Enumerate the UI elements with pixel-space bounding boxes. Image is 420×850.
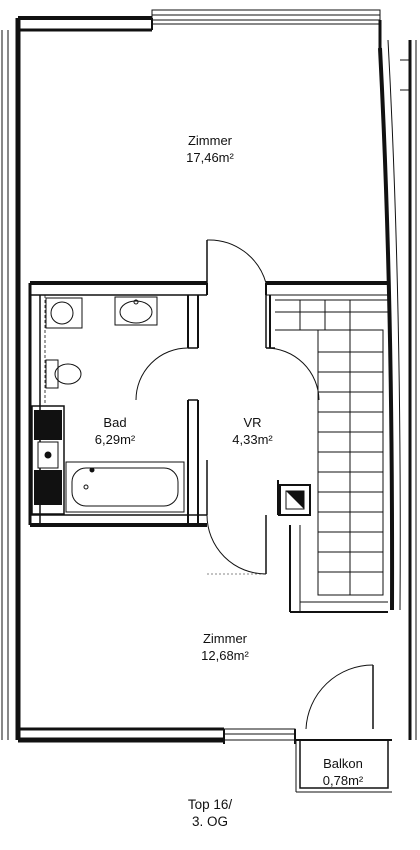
room-label-zimmer-top: Zimmer 17,46m² [150,132,270,166]
unit-label: Top 16/ 3. OG [160,796,260,830]
washbasin-left [45,297,83,329]
bottom-window [223,728,296,741]
unit-floor: 3. OG [191,814,228,829]
room-label-bad: Bad 6,29m² [80,414,150,448]
door-top-room[interactable] [206,239,267,284]
shaft [279,484,311,516]
room-area: 17,46m² [186,150,234,165]
interior-wall-top [28,281,390,525]
door-bottom-room[interactable] [206,460,267,575]
room-label-balkon: Balkon 0,78m² [303,755,383,789]
room-area: 0,78m² [322,773,364,788]
door-bad[interactable] [135,298,189,401]
balcony [295,739,392,793]
top-window [151,9,381,25]
unit-number: Top 16/ [187,797,233,812]
door-balkon[interactable] [305,664,374,730]
toilet [45,359,82,389]
room-label-vr: VR 4,33m² [215,414,290,448]
room-area: 6,29m² [94,432,136,447]
room-name: Balkon [323,756,363,771]
room-label-zimmer-bottom: Zimmer 12,68m² [170,630,280,664]
room-area: 4,33m² [232,432,273,447]
room-name: Bad [103,415,127,430]
staircase [275,299,390,596]
outer-walls [1,16,382,744]
stair-walls [269,295,388,613]
right-wall [378,39,417,740]
room-area: 12,68m² [201,648,249,663]
room-name: Zimmer [202,631,248,646]
door-vr-right[interactable] [265,295,320,401]
shower [31,405,65,515]
room-name: Zimmer [187,133,233,148]
bathtub [65,461,185,513]
bathroom-wall [30,295,207,527]
room-name: VR [243,415,262,430]
washbasin-top [114,296,158,326]
